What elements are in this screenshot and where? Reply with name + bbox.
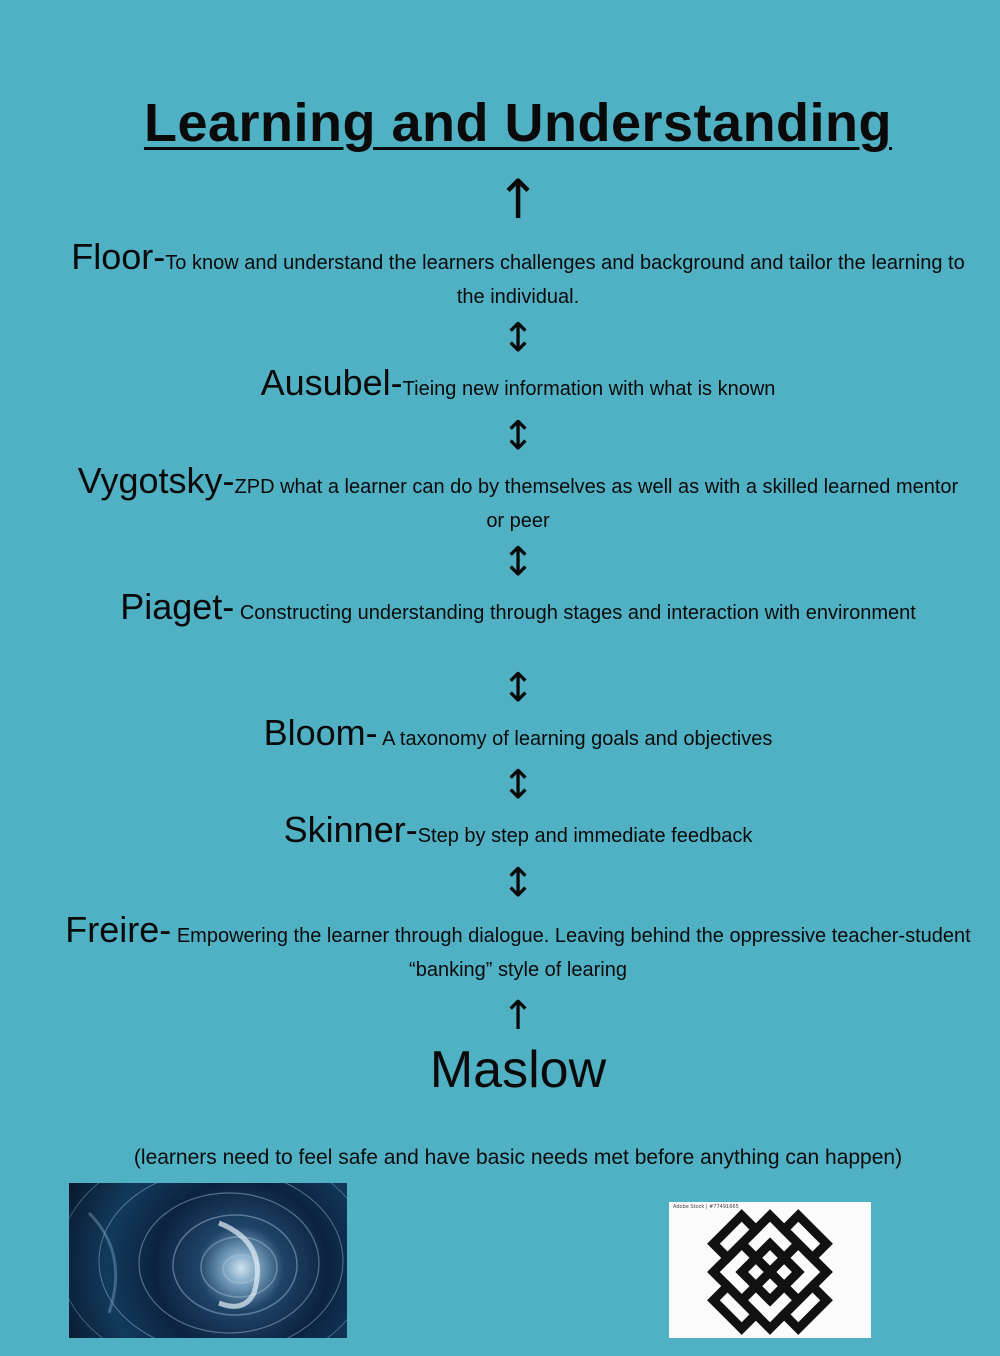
up-arrow-icon: ↑ bbox=[495, 168, 541, 231]
entry-name: Bloom- bbox=[263, 712, 378, 753]
water-vortex-photo bbox=[69, 1183, 347, 1338]
vortex-rings-icon bbox=[69, 1183, 347, 1338]
updown-arrow-icon: ↕ bbox=[501, 762, 535, 808]
entry-text: To know and understand the learners chal… bbox=[165, 252, 965, 308]
endless-knot-image: Adobe Stock | #77491665 bbox=[669, 1202, 871, 1338]
updown-arrow-icon: ↕ bbox=[501, 539, 535, 585]
maslow-heading: Maslow bbox=[429, 1041, 607, 1099]
entry-freire: Freire- Empowering the learner through d… bbox=[60, 912, 976, 987]
page-title: Learning and Understanding bbox=[143, 93, 893, 153]
entry-name: Freire- bbox=[65, 909, 172, 950]
entry-name: Vygotsky- bbox=[77, 460, 235, 501]
entry-skinner: Skinner-Step by step and immediate feedb… bbox=[70, 812, 966, 853]
image-caption: Adobe Stock | #77491665 bbox=[673, 1204, 739, 1210]
entry-bloom: Bloom- A taxonomy of learning goals and … bbox=[70, 715, 966, 756]
up-arrow-icon: ↑ bbox=[501, 993, 535, 1039]
endless-knot-icon bbox=[707, 1209, 833, 1335]
updown-arrow-icon: ↕ bbox=[501, 860, 535, 906]
updown-arrow-icon: ↕ bbox=[501, 665, 535, 711]
entry-text: Empowering the learner through dialogue.… bbox=[171, 925, 971, 981]
entry-ausubel: Ausubel-Tieing new information with what… bbox=[70, 365, 966, 406]
entry-vygotsky: Vygotsky-ZPD what a learner can do by th… bbox=[70, 463, 966, 538]
entry-name: Floor- bbox=[71, 236, 166, 277]
entry-name: Piaget- bbox=[120, 586, 235, 627]
updown-arrow-icon: ↕ bbox=[501, 413, 535, 459]
updown-arrow-icon: ↕ bbox=[501, 315, 535, 361]
entry-text: ZPD what a learner can do by themselves … bbox=[234, 476, 959, 532]
entry-text: Constructing understanding through stage… bbox=[234, 602, 916, 624]
entry-text: Tieing new information with what is know… bbox=[402, 378, 776, 400]
maslow-note: (learners need to feel safe and have bas… bbox=[133, 1146, 903, 1169]
entry-text: Step by step and immediate feedback bbox=[417, 825, 753, 847]
entry-name: Ausubel- bbox=[260, 362, 403, 403]
entry-text: A taxonomy of learning goals and objecti… bbox=[377, 728, 773, 750]
entry-name: Skinner- bbox=[283, 809, 418, 850]
entry-floor: Floor-To know and understand the learner… bbox=[70, 239, 966, 314]
entry-piaget: Piaget- Constructing understanding throu… bbox=[70, 589, 966, 630]
